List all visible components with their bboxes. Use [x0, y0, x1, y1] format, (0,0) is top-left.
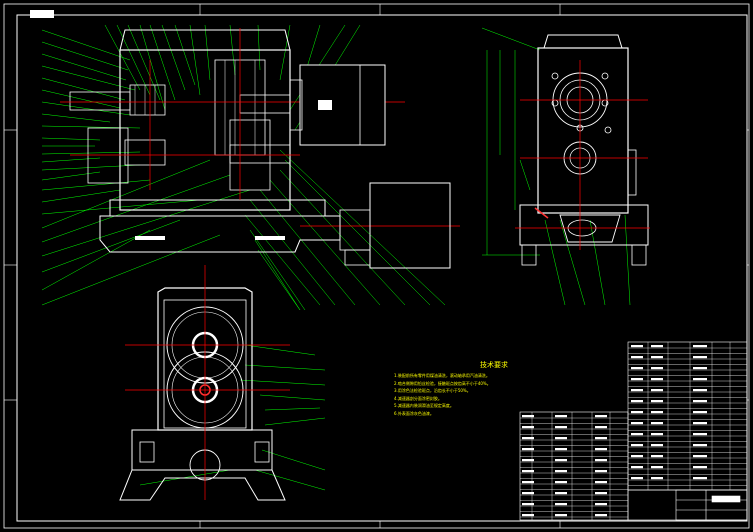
- table-cell-mark: [595, 448, 607, 451]
- top-leader-lines: [104, 24, 361, 131]
- title-block: [675, 489, 748, 521]
- parts-list-rows: [520, 342, 747, 520]
- table-cell-mark: [555, 459, 567, 462]
- table-cell-mark: [693, 345, 707, 348]
- technical-note-line: 4.减速器剖分面涂密封胶。: [394, 395, 442, 401]
- table-cell-mark: [555, 426, 567, 429]
- table-cell-mark: [631, 477, 643, 480]
- table-cell-mark: [631, 356, 643, 359]
- table-cell-mark: [651, 367, 663, 370]
- table-cell-mark: [522, 514, 534, 517]
- table-cell-mark: [595, 437, 607, 440]
- table-cell-mark: [595, 459, 607, 462]
- table-cell-mark: [522, 470, 534, 473]
- table-cell-mark: [522, 437, 534, 440]
- table-cell-mark: [631, 411, 643, 414]
- sheet-tab-badge: [30, 10, 54, 18]
- table-cell-mark: [631, 378, 643, 381]
- technical-note-line: 5.减速器内装润滑油至规定高度。: [394, 403, 454, 409]
- table-cell-mark: [651, 422, 663, 425]
- table-cell-mark: [631, 367, 643, 370]
- frame-ticks: [4, 4, 749, 528]
- table-cell-mark: [651, 444, 663, 447]
- table-cell-mark: [555, 514, 567, 517]
- table-cell-mark: [595, 514, 607, 517]
- table-cell-mark: [631, 444, 643, 447]
- table-cell-mark: [631, 389, 643, 392]
- table-cell-mark: [595, 470, 607, 473]
- table-cell-mark: [595, 415, 607, 418]
- table-cell-mark: [555, 492, 567, 495]
- table-cell-mark: [555, 503, 567, 506]
- table-cell-mark: [595, 426, 607, 429]
- table-cell-mark: [555, 437, 567, 440]
- technical-notes: 技术要求 1.装配前所有零件用煤油清洗，滚动轴承用汽油清洗。 2.啮合侧隙用铅丝…: [394, 360, 594, 418]
- table-cell-mark: [651, 411, 663, 414]
- technical-note-line: 6.外表面涂灰色油漆。: [394, 410, 434, 416]
- right-leader-lines: [244, 149, 446, 311]
- table-cell-mark: [522, 492, 534, 495]
- table-cell-mark: [595, 503, 607, 506]
- table-cell-mark: [555, 415, 567, 418]
- table-cell-mark: [693, 367, 707, 370]
- table-cell-mark: [651, 433, 663, 436]
- front-section-view: [41, 24, 460, 311]
- table-cell-mark: [693, 477, 707, 480]
- sheet-border: [3, 3, 750, 529]
- table-cell-mark: [651, 477, 663, 480]
- table-cell-mark: [693, 466, 707, 469]
- table-cell-mark: [693, 389, 707, 392]
- drawing-frame: [16, 14, 748, 522]
- table-cell-mark: [555, 470, 567, 473]
- table-cell-mark: [651, 345, 663, 348]
- table-cell-mark: [651, 389, 663, 392]
- side-view: [481, 27, 650, 306]
- table-cell-mark: [631, 400, 643, 403]
- table-cell-mark: [693, 400, 707, 403]
- table-cell-mark: [651, 378, 663, 381]
- technical-note-line: 1.装配前所有零件用煤油清洗，滚动轴承用汽油清洗。: [394, 373, 490, 378]
- technical-note-line: 2.啮合侧隙用铅丝检验，接触斑点按齿高不小于40%。: [394, 380, 491, 386]
- table-cell-mark: [555, 448, 567, 451]
- table-cell-mark: [693, 356, 707, 359]
- table-cell-mark: [631, 455, 643, 458]
- table-cell-mark: [693, 444, 707, 447]
- table-cell-mark: [651, 455, 663, 458]
- table-cell-mark: [631, 433, 643, 436]
- table-cell-mark: [651, 466, 663, 469]
- table-cell-mark: [693, 455, 707, 458]
- table-cell-mark: [522, 415, 534, 418]
- table-cell-mark: [631, 345, 643, 348]
- table-cell-mark: [693, 378, 707, 381]
- table-cell-mark: [651, 356, 663, 359]
- table-cell-mark: [693, 422, 707, 425]
- table-cell-mark: [631, 466, 643, 469]
- left-leader-lines: [41, 29, 251, 306]
- table-cell-mark: [595, 492, 607, 495]
- table-cell-mark: [693, 411, 707, 414]
- table-cell-mark: [651, 400, 663, 403]
- table-cell-mark: [555, 481, 567, 484]
- table-cell-mark: [522, 481, 534, 484]
- table-cell-mark: [522, 503, 534, 506]
- table-cell-mark: [631, 422, 643, 425]
- technical-note-line: 3.用涂色法检验斑点，沿齿长不小于50%。: [394, 388, 471, 394]
- table-cell-mark: [522, 448, 534, 451]
- table-cell-mark: [595, 481, 607, 484]
- table-cell-mark: [522, 459, 534, 462]
- plan-section-view: [119, 265, 326, 501]
- table-cell-mark: [522, 426, 534, 429]
- table-cell-mark: [693, 433, 707, 436]
- technical-notes-title: 技术要求: [480, 361, 508, 369]
